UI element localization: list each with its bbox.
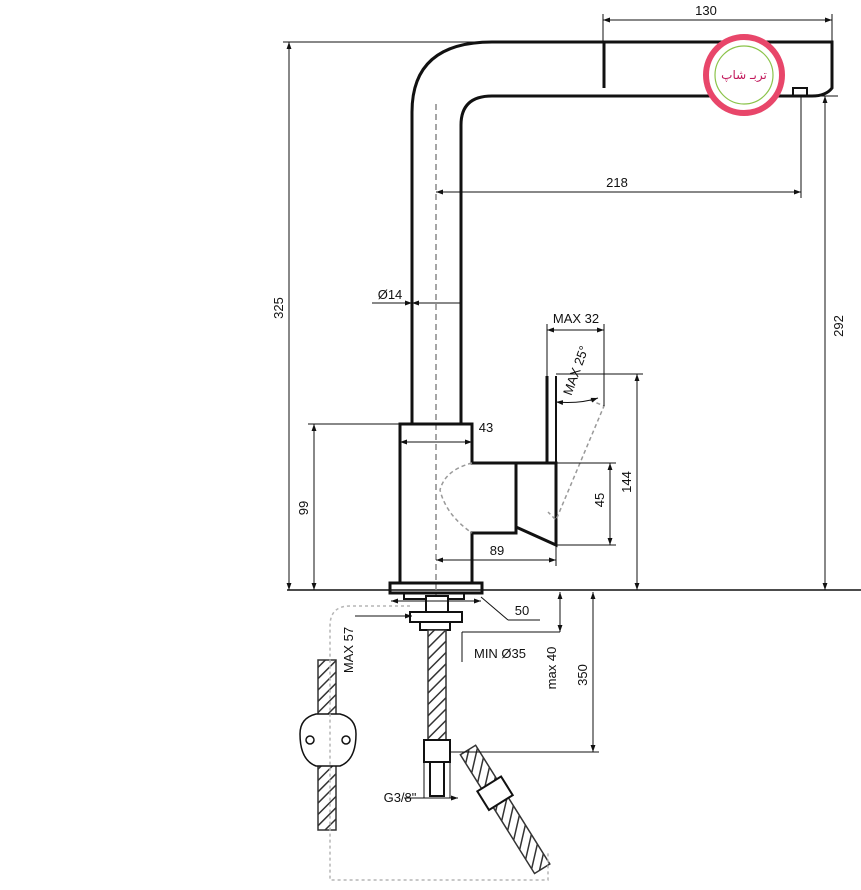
dimension-lines <box>283 14 838 801</box>
hose-center <box>427 629 447 741</box>
dim-99: 99 <box>296 501 311 515</box>
dim-diameter-14: Ø14 <box>378 287 403 302</box>
hose-dashed-loop <box>329 605 549 881</box>
angle-valve <box>299 713 357 767</box>
dim-350: 350 <box>575 664 590 686</box>
dim-max-25-deg: MAX 25° <box>560 344 592 397</box>
faucet-body <box>398 376 558 585</box>
lever-tilt-outline <box>439 399 605 534</box>
hose-nut <box>423 739 451 797</box>
hose-diagonal <box>459 744 551 875</box>
dim-thread: G3/8" <box>384 790 417 805</box>
dim-43: 43 <box>479 420 493 435</box>
dim-45: 45 <box>592 493 607 507</box>
dim-144: 144 <box>619 471 634 493</box>
dim-218: 218 <box>606 175 628 190</box>
dim-min-35: MIN Ø35 <box>474 646 526 661</box>
watermark-logo: تربـ شاپ <box>703 34 785 116</box>
dim-max-40: max 40 <box>544 647 559 690</box>
watermark-text: تربـ شاپ <box>721 68 767 83</box>
dim-292: 292 <box>831 315 846 337</box>
dim-89: 89 <box>490 543 504 558</box>
dim-325: 325 <box>271 297 286 319</box>
dim-130: 130 <box>695 3 717 18</box>
dim-50: 50 <box>515 603 529 618</box>
dim-max-32: MAX 32 <box>553 311 599 326</box>
dim-max-57: MAX 57 <box>341 627 356 673</box>
faucet-spout <box>410 40 834 424</box>
